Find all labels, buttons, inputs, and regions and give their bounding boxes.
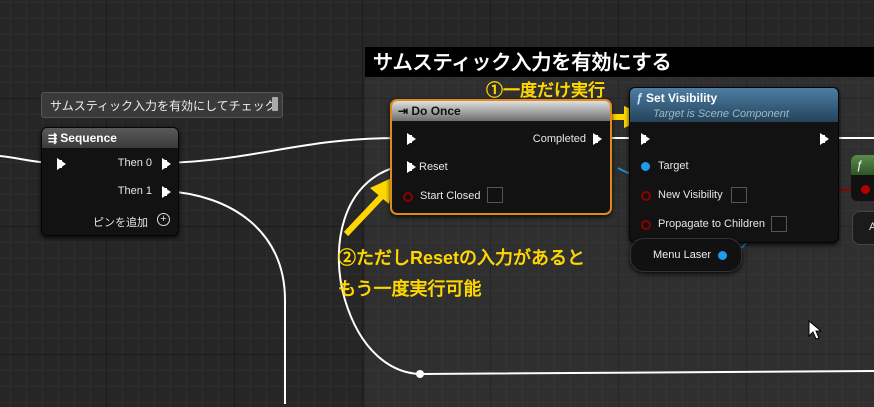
partial-function-header: ƒ [851, 155, 874, 175]
do-once-header: ⇥ Do Once [392, 101, 610, 121]
partial-node-a[interactable]: A [852, 211, 874, 245]
sequence-header: ⇶ Sequence [42, 128, 178, 148]
sequence-icon: ⇶ [48, 133, 61, 145]
new-visibility-pin[interactable] [641, 191, 651, 201]
wire-reset-loop [337, 165, 874, 376]
propagate-label: Propagate to Children [658, 218, 766, 230]
annotation-note1: ①一度だけ実行 [486, 81, 605, 100]
pin-comment-icon[interactable] [272, 97, 278, 111]
sequence-node[interactable]: ⇶ Sequence Then 0 Then 1 ピンを追加 + [41, 127, 179, 236]
add-pin-icon[interactable]: + [157, 213, 170, 226]
then1-pin[interactable] [162, 186, 171, 198]
arrow-note2-head [370, 176, 396, 204]
sequence-exec-in-pin[interactable] [57, 158, 66, 170]
partial-bool-pin[interactable] [861, 185, 870, 194]
then1-label: Then 1 [117, 185, 152, 197]
annotation-note2-line1: ②ただしResetの入力があると [338, 248, 586, 268]
partial-function-node[interactable]: ƒ [851, 155, 874, 201]
propagate-pin[interactable] [641, 220, 651, 230]
function-icon: ƒ [636, 91, 647, 105]
wire-then0-to-doonce [165, 137, 401, 164]
reset-label: Reset [419, 161, 448, 173]
set-visibility-header: ƒ Set Visibility Target is Scene Compone… [630, 88, 838, 122]
start-closed-checkbox[interactable] [487, 187, 503, 203]
target-pin[interactable] [641, 162, 650, 171]
sequence-title: Sequence [60, 131, 117, 145]
arrow-note2 [343, 193, 385, 237]
mouse-cursor-icon [808, 320, 822, 340]
set-visibility-exec-in-pin[interactable] [641, 133, 650, 145]
menu-laser-output-pin[interactable] [718, 251, 727, 260]
then0-pin[interactable] [162, 158, 171, 170]
set-visibility-exec-out-pin[interactable] [820, 133, 829, 145]
set-visibility-title: Set Visibility [646, 91, 718, 105]
set-visibility-node[interactable]: ƒ Set Visibility Target is Scene Compone… [629, 87, 839, 243]
do-once-title: Do Once [411, 104, 461, 118]
propagate-checkbox[interactable] [771, 216, 787, 232]
start-closed-pin[interactable] [403, 192, 413, 202]
completed-pin[interactable] [593, 133, 602, 145]
set-visibility-subtitle: Target is Scene Component [653, 108, 789, 120]
completed-label: Completed [532, 133, 586, 145]
comment-bubble[interactable]: サムスティック入力を有効にしてチェック [41, 92, 283, 118]
then0-label: Then 0 [117, 157, 152, 169]
wire-then1 [165, 190, 286, 404]
new-visibility-label: New Visibility [658, 189, 723, 201]
do-once-node[interactable]: ⇥ Do Once Completed Reset Start Closed [390, 99, 612, 215]
reset-pin[interactable] [407, 161, 416, 173]
comment-bubble-text: サムスティック入力を有効にしてチェック [50, 99, 277, 113]
comment-title[interactable]: サムスティック入力を有効にする [365, 47, 874, 77]
add-pin-label[interactable]: ピンを追加 [93, 217, 148, 229]
start-closed-label: Start Closed [420, 190, 481, 202]
wire-reroute-knot [416, 370, 424, 378]
do-once-exec-in-pin[interactable] [407, 133, 416, 145]
target-label: Target [658, 160, 689, 172]
do-once-icon: ⇥ [398, 104, 412, 118]
partial-node-a-label: A [869, 221, 874, 233]
new-visibility-checkbox[interactable] [731, 187, 747, 203]
menu-laser-label: Menu Laser [653, 249, 712, 261]
annotation-note2-line2: もう一度実行可能 [338, 279, 482, 299]
menu-laser-node[interactable]: Menu Laser [630, 238, 742, 272]
